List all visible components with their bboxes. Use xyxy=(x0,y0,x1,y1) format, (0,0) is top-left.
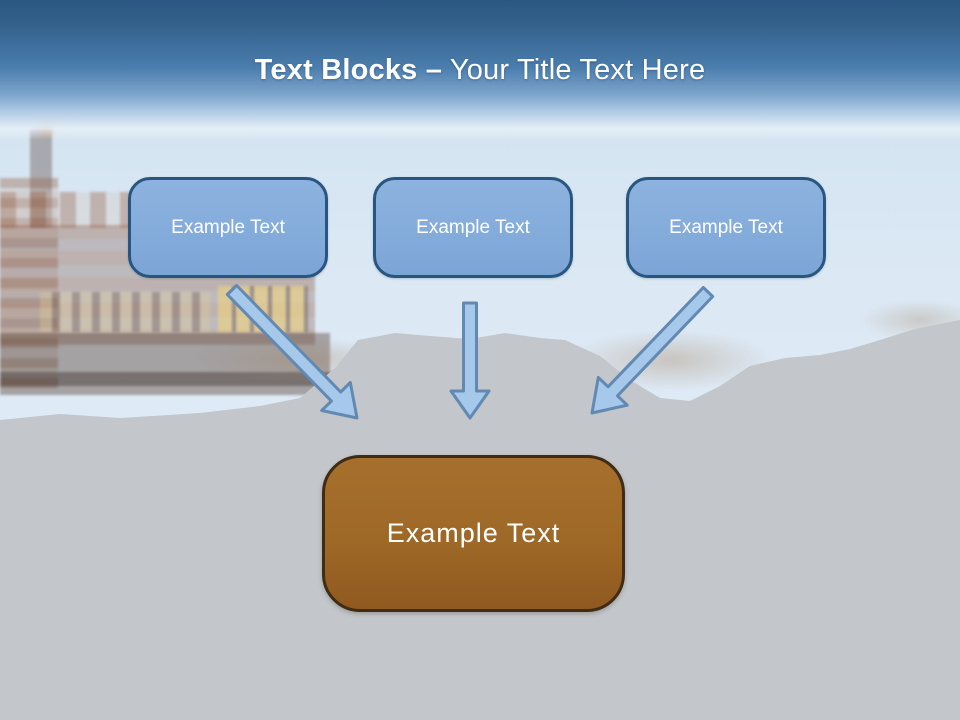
header-band xyxy=(0,0,960,140)
text-block-3: Example Text xyxy=(626,177,826,278)
chimney-shape xyxy=(30,128,52,228)
text-block-3-label: Example Text xyxy=(669,216,783,238)
window-band-2 xyxy=(40,292,210,332)
walkway-line xyxy=(0,372,335,386)
arrow-middle-down xyxy=(449,301,491,420)
result-block: Example Text xyxy=(322,455,625,612)
arrow-right-diagonal xyxy=(590,286,715,415)
text-block-2: Example Text xyxy=(373,177,573,278)
text-block-1: Example Text xyxy=(128,177,328,278)
scaffold-tower xyxy=(0,178,58,388)
arrow-left-diagonal xyxy=(225,284,359,420)
title-topic: Text Blocks – xyxy=(254,54,443,86)
text-block-1-label: Example Text xyxy=(171,216,285,238)
result-block-label: Example Text xyxy=(386,518,561,548)
slide-title: Text Blocks – Your Title Text Here xyxy=(0,54,960,87)
text-block-2-label: Example Text xyxy=(416,216,530,238)
title-subtitle: Your Title Text Here xyxy=(442,54,706,86)
